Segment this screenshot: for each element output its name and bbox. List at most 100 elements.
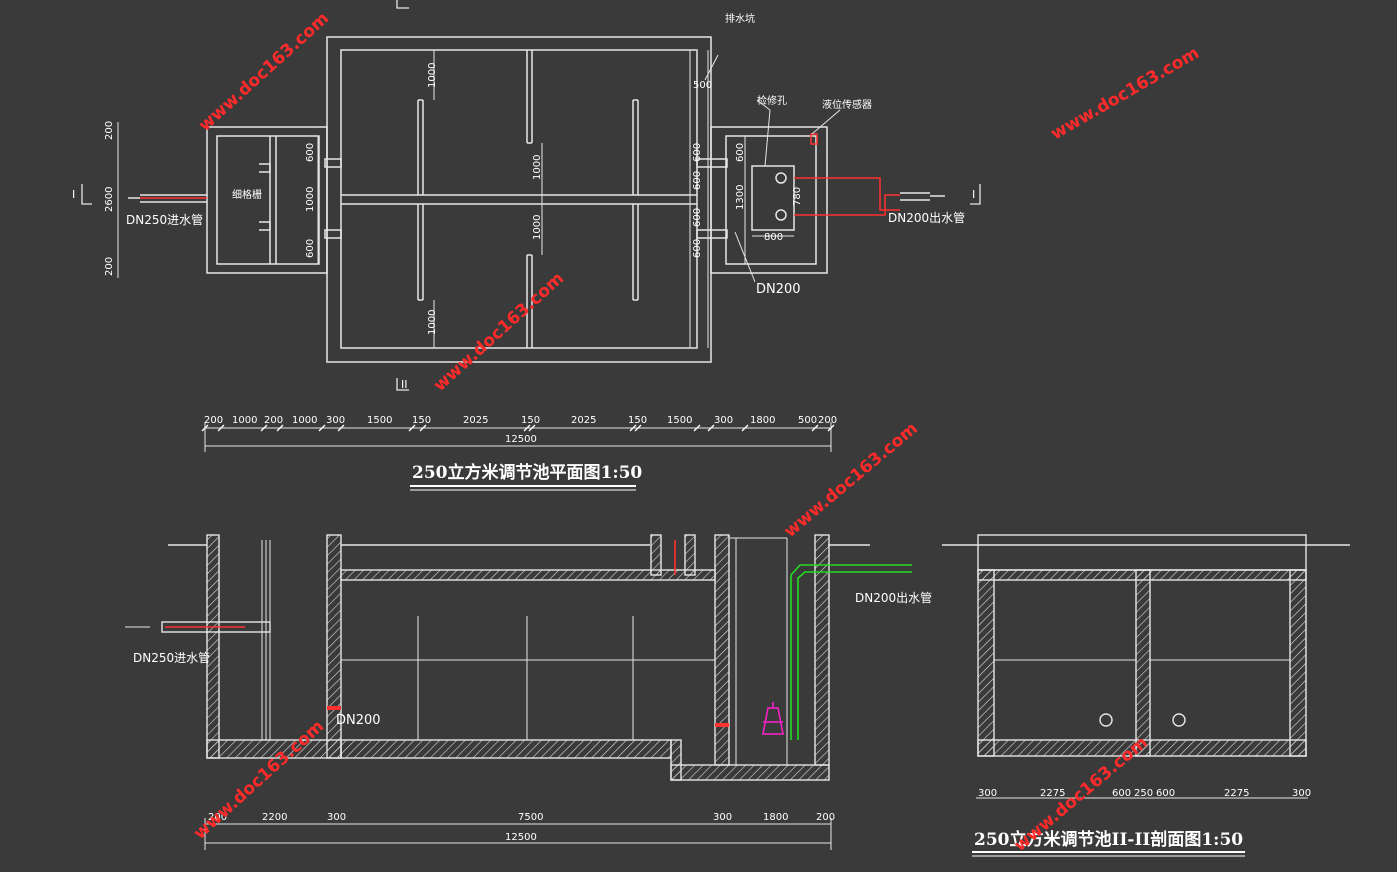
- section-2-view: [942, 534, 1350, 757]
- plan-dim-tick-13: [707, 424, 715, 432]
- dim-right-4: 800: [764, 232, 783, 243]
- section-1-pipes: [165, 540, 912, 740]
- dim-left-3: 200: [104, 257, 115, 276]
- dim-right-1: 600: [735, 143, 746, 162]
- dim-inner-2: 1000: [305, 187, 316, 212]
- plan-dim-bottom-5: 1500: [367, 415, 392, 426]
- plan-dim-bottom-7: 2025: [463, 415, 488, 426]
- section-1-dim-bottom-1: 2200: [262, 812, 287, 823]
- section-1-dim-bottom-0: 200: [208, 812, 227, 823]
- section-2-title: 250立方米调节池II-II剖面图1:50: [974, 829, 1243, 850]
- plan-inlet-chamber-inner: [216, 135, 320, 265]
- plan-dim-tick-16: [827, 424, 835, 432]
- plan-section-mark-right: I: [972, 188, 975, 201]
- plan-outlet-chamber-inner: [725, 135, 817, 265]
- plan-dim-bottom-13: 1800: [750, 415, 775, 426]
- plan-dim-tick-1: [217, 424, 225, 432]
- dim-mid-1: 1000: [532, 155, 543, 180]
- plan-dim-tick-11: [634, 424, 642, 432]
- section-1-view: [125, 534, 912, 781]
- section-2-dim-bottom-5: 2275: [1224, 788, 1249, 799]
- section-1-bottom-dims: 200 2200 300 7500 300 1800 200: [208, 812, 835, 823]
- plan-dim-tick-10: [629, 424, 637, 432]
- plan-dim-tick-12: [693, 424, 701, 432]
- section-1-total: 12500: [505, 832, 537, 843]
- plan-dim-tick-6: [408, 424, 416, 432]
- plan-dim-tick-8: [523, 424, 531, 432]
- plan-dim-tick-4: [318, 424, 326, 432]
- plan-dim-ticks: [201, 424, 835, 432]
- section-2-dim-bottom-4: 600: [1156, 788, 1175, 799]
- section-1-dim-bottom-6: 200: [816, 812, 835, 823]
- section-2-dim-bottom-0: 300: [978, 788, 997, 799]
- section-2-dim-bottom-1: 2275: [1040, 788, 1065, 799]
- plan-dim-tick-7: [419, 424, 427, 432]
- plan-dim-bottom-4: 300: [326, 415, 345, 426]
- plan-dim-tick-14: [741, 424, 749, 432]
- plan-inlet-label: DN250进水管: [126, 212, 203, 227]
- plan-section-mark-left: I: [72, 188, 75, 201]
- dim-top-1: 1000: [427, 63, 438, 88]
- plan-dims-text: 1000 500 600 600 600 600 1000 1000 1000 …: [104, 63, 803, 335]
- dim-top-2: 500: [693, 80, 712, 91]
- dim-inner-3: 600: [305, 239, 316, 258]
- plan-dim-tick-9: [528, 424, 536, 432]
- section-2-dim-bottom-2: 600: [1112, 788, 1131, 799]
- plan-sensor-label: 液位传感器: [822, 98, 872, 111]
- plan-sump-label: 排水坑: [725, 12, 755, 25]
- dim-left-2: 2600: [104, 187, 115, 212]
- dim-top-5: 600: [692, 208, 703, 227]
- plan-dim-tick-3: [276, 424, 284, 432]
- plan-dim-bottom-15: 200: [818, 415, 837, 426]
- watermark-1: www.doc163.com: [195, 9, 333, 136]
- plan-dim-tick-5: [337, 424, 345, 432]
- plan-total-dim: 12500: [505, 434, 537, 445]
- plan-dim-bottom-0: 200: [204, 415, 223, 426]
- watermark-2: www.doc163.com: [1048, 43, 1203, 144]
- dim-inner-1: 600: [305, 143, 316, 162]
- plan-outlet-label: DN200出水管: [888, 210, 965, 225]
- plan-dim-bottom-3: 1000: [292, 415, 317, 426]
- plan-dimension-lines: [117, 50, 841, 452]
- pump-icon: [762, 702, 784, 735]
- plan-dn200-label: DN200: [756, 282, 801, 297]
- plan-pipes: [128, 177, 945, 216]
- dim-right-2: 1300: [735, 185, 746, 210]
- dim-top-3: 600: [692, 143, 703, 162]
- plan-dim-bottom-10: 150: [628, 415, 647, 426]
- plan-main-tank-inner: [340, 49, 698, 349]
- plan-access-label: 检修孔: [757, 94, 787, 107]
- section-1-dim-bottom-5: 1800: [763, 812, 788, 823]
- plan-inlet-chamber-outer: [206, 126, 328, 274]
- plan-dim-bottom-9: 2025: [571, 415, 596, 426]
- plan-dim-tick-0: [201, 424, 209, 432]
- dim-mid-2: 1000: [532, 215, 543, 240]
- dim-top-7: 1000: [427, 310, 438, 335]
- watermark-4: www.doc163.com: [780, 419, 921, 542]
- plan-section-mark-bottom: II: [401, 378, 408, 391]
- section-1-dim-bottom-4: 300: [713, 812, 732, 823]
- section-1-dimension-lines: [204, 818, 832, 850]
- plan-dim-bottom-11: 1500: [667, 415, 692, 426]
- plan-screen-label: 细格栅: [232, 188, 262, 201]
- plan-outlet-chamber-outer: [710, 126, 828, 274]
- section-1-dim-bottom-3: 7500: [518, 812, 543, 823]
- plan-dim-bottom-14: 500: [798, 415, 817, 426]
- watermark-3: www.doc163.com: [430, 269, 568, 396]
- section-1-inlet-label: DN250进水管: [133, 650, 210, 665]
- dim-left-1: 200: [104, 121, 115, 140]
- plan-dim-bottom-8: 150: [521, 415, 540, 426]
- plan-dim-tick-15: [811, 424, 819, 432]
- section-2-dim-bottom-6: 300: [1292, 788, 1311, 799]
- plan-access-hole: [751, 165, 795, 231]
- section-1-dim-bottom-2: 300: [327, 812, 346, 823]
- dim-right-3: 780: [792, 187, 803, 206]
- plan-title: 250立方米调节池平面图1:50: [412, 462, 642, 483]
- plan-view: [206, 36, 828, 363]
- plan-dim-bottom-12: 300: [714, 415, 733, 426]
- plan-dim-bottom-2: 200: [264, 415, 283, 426]
- dim-top-6: 600: [692, 239, 703, 258]
